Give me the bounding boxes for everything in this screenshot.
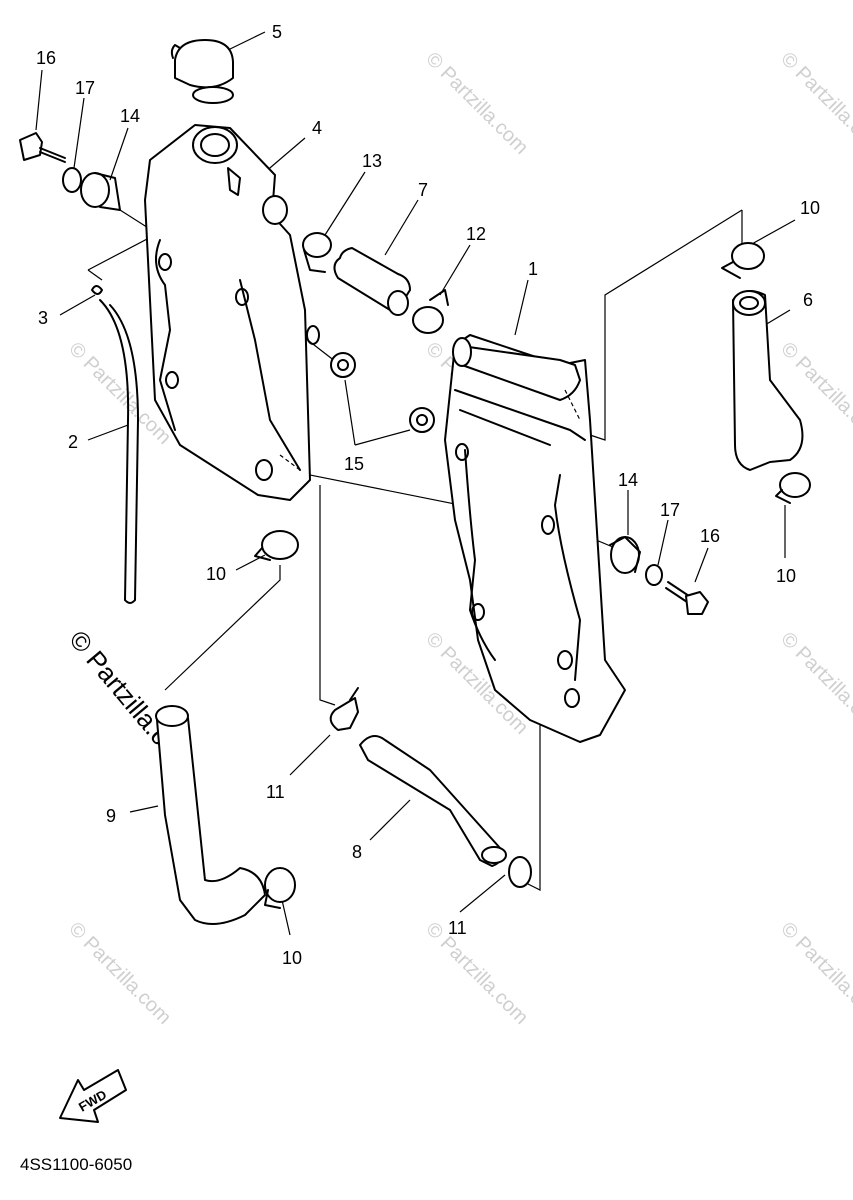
callout-14b: 14 xyxy=(618,470,638,490)
watermark: © Partzilla.com xyxy=(64,918,175,1029)
radiator-cap xyxy=(170,39,234,104)
watermark: © Partzilla.com xyxy=(776,48,853,159)
callout-7: 7 xyxy=(418,180,428,200)
callout-13: 13 xyxy=(362,151,382,171)
right-mount-hardware xyxy=(609,536,709,615)
callout-11b: 11 xyxy=(448,918,467,938)
lower-left-hose xyxy=(155,530,299,925)
callout-11a: 11 xyxy=(266,782,285,802)
callout-1: 1 xyxy=(528,259,538,279)
watermark: © Partzilla.com xyxy=(421,918,532,1029)
callout-4: 4 xyxy=(312,118,322,138)
watermark: © Partzilla.com xyxy=(776,628,853,739)
callout-3: 3 xyxy=(38,308,48,328)
callout-10d: 10 xyxy=(282,948,302,968)
callout-10b: 10 xyxy=(776,566,796,586)
callout-10a: 10 xyxy=(800,198,820,218)
top-right-hose xyxy=(721,242,811,504)
callout-5: 5 xyxy=(272,22,282,42)
upper-hose-assembly xyxy=(302,232,449,334)
left-radiator xyxy=(144,124,320,501)
callout-6: 6 xyxy=(803,290,813,310)
diagram-code: 4SS1100-6050 xyxy=(20,1155,132,1174)
watermark: © Partzilla.com xyxy=(421,48,532,159)
callout-2: 2 xyxy=(68,432,78,452)
callout-17a: 17 xyxy=(75,78,95,98)
callout-14a: 14 xyxy=(120,106,140,126)
callout-10c: 10 xyxy=(206,564,226,584)
callout-9: 9 xyxy=(106,806,116,826)
fwd-arrow-icon: FWD xyxy=(59,1069,127,1123)
callout-8: 8 xyxy=(352,842,362,862)
lower-hose-assembly xyxy=(329,687,532,888)
left-mount-hardware xyxy=(19,132,121,211)
grommets xyxy=(330,352,435,433)
right-radiator xyxy=(444,334,626,743)
callout-12: 12 xyxy=(466,224,486,244)
callouts: 1 2 3 4 5 6 7 8 9 10 10 10 10 11 11 12 1… xyxy=(36,22,820,968)
overflow-hose xyxy=(91,285,139,604)
callout-15: 15 xyxy=(344,454,364,474)
callout-16a: 16 xyxy=(36,48,56,68)
callout-16b: 16 xyxy=(700,526,720,546)
watermark: © Partzilla.com xyxy=(776,918,853,1029)
callout-17b: 17 xyxy=(660,500,680,520)
